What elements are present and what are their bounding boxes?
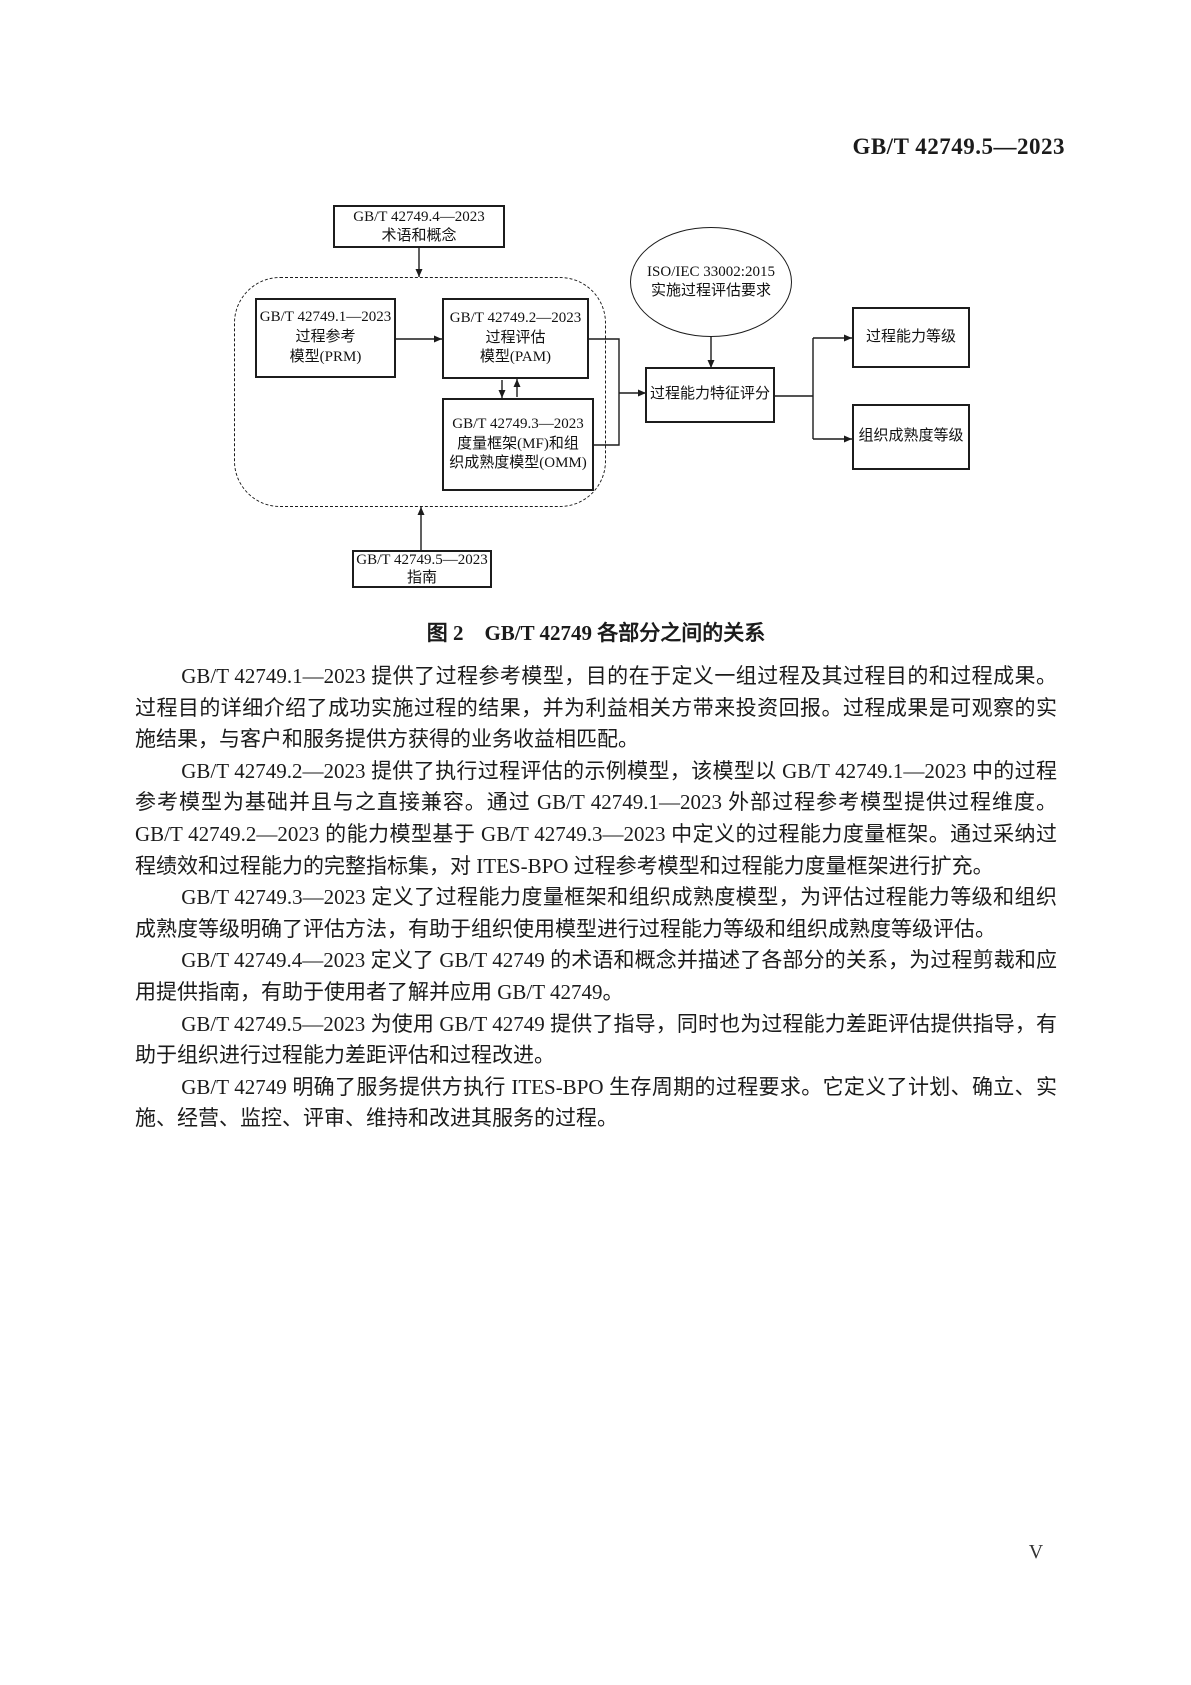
page-number: V <box>1028 1541 1044 1563</box>
body-paragraph: GB/T 42749.3—2023 定义了过程能力度量框架和组织成熟度模型，为评… <box>135 885 1057 941</box>
node-guide: GB/T 42749.5—2023 指南 <box>352 550 492 588</box>
body-paragraph: GB/T 42749.2—2023 提供了执行过程评估的示例模型，该模型以 GB… <box>135 758 1057 878</box>
node-terms-and-concepts: GB/T 42749.4—2023 术语和概念 <box>333 205 505 248</box>
figure-2-diagram: GB/T 42749.4—2023 术语和概念 GB/T 42749.1—202… <box>0 0 1191 650</box>
body-paragraph: GB/T 42749.5—2023 为使用 GB/T 42749 提供了指导，同… <box>135 1011 1057 1068</box>
node-measurement-framework-omm: GB/T 42749.3—2023 度量框架(MF)和组 织成熟度模型(OMM) <box>442 398 594 491</box>
body-text: GB/T 42749.1—2023 提供了过程参考模型，目的在于定义一组过程及其… <box>135 661 1057 1135</box>
node-organizational-maturity-level: 组织成熟度等级 <box>852 404 970 470</box>
body-paragraph: GB/T 42749 明确了服务提供方执行 ITES-BPO 生存周期的过程要求… <box>135 1074 1057 1131</box>
node-process-reference-model: GB/T 42749.1—2023 过程参考 模型(PRM) <box>255 298 396 378</box>
body-paragraph: GB/T 42749.1—2023 提供了过程参考模型，目的在于定义一组过程及其… <box>135 664 1057 752</box>
body-paragraph: GB/T 42749.4—2023 定义了 GB/T 42749 的术语和概念并… <box>135 948 1057 1004</box>
node-capability-characteristic-scoring: 过程能力特征评分 <box>645 367 775 423</box>
standard-number-header: GB/T 42749.5—2023 <box>852 134 1065 159</box>
figure-caption: 图 2 GB/T 42749 各部分之间的关系 <box>426 621 766 645</box>
node-process-capability-level: 过程能力等级 <box>852 307 970 368</box>
connector-scoring-branch <box>775 338 814 439</box>
node-iso-33002-ellipse: ISO/IEC 33002:2015 实施过程评估要求 <box>630 227 792 337</box>
node-process-assessment-model: GB/T 42749.2—2023 过程评估 模型(PAM) <box>442 298 589 379</box>
